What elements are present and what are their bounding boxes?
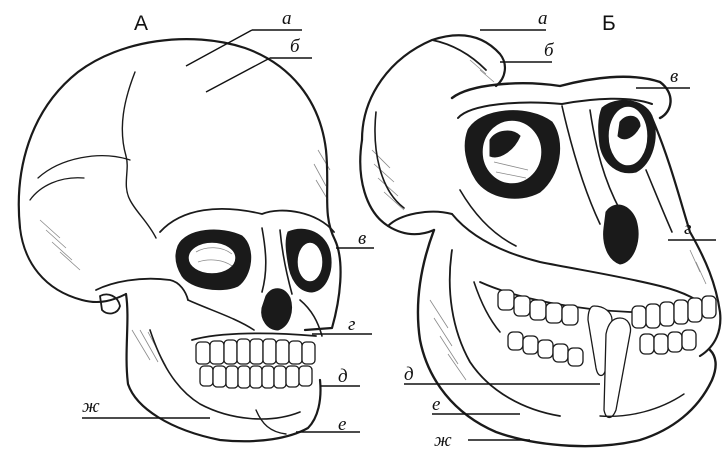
panel-b-label-v: в (670, 66, 678, 87)
panel-b-title: Б (602, 12, 616, 35)
panel-a-label-e: е (338, 414, 346, 435)
human-skull-drawing (19, 39, 341, 441)
panel-a-label-b: б (290, 36, 301, 57)
panel-b-label-g: г (684, 218, 691, 239)
human-lower-teeth (200, 366, 312, 388)
panel-a-label-zh: ж (82, 396, 100, 417)
panel-a-label-v: в (358, 228, 366, 249)
panel-a-label-d: д (338, 366, 348, 387)
panel-b-label-b: б (544, 40, 555, 61)
panel-b-label-zh: ж (434, 430, 452, 451)
panel-a-label-a: а (282, 8, 292, 29)
panel-b-label-d: д (404, 364, 414, 385)
panel-b-label-e: е (432, 394, 440, 415)
panel-b-label-a: а (538, 8, 548, 29)
panel-a-title: А (134, 12, 148, 35)
human-upper-teeth (196, 339, 315, 364)
panel-a-label-g: г (348, 314, 355, 335)
